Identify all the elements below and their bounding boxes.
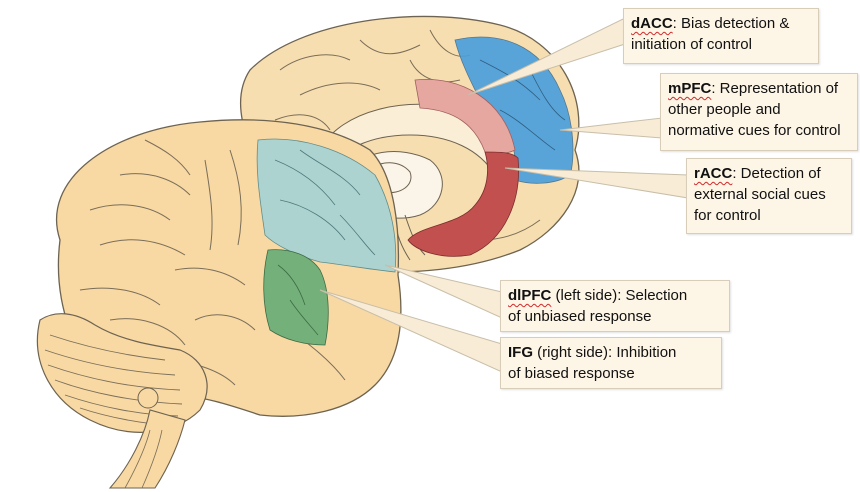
mpfc-abbr: mPFC — [668, 80, 711, 97]
racc-abbr: rACC — [694, 165, 732, 182]
dacc-abbr: dACC — [631, 15, 673, 32]
dlpfc-leader — [385, 265, 502, 318]
dlpfc-abbr: dlPFC — [508, 287, 551, 304]
ifg-description: (right side): Inhibition of biased respo… — [508, 344, 676, 382]
ifg-label: IFG (right side): Inhibition of biased r… — [500, 337, 722, 389]
cerebellum-vermis — [138, 388, 158, 408]
dlpfc-label: dlPFC (left side): Selection of unbiased… — [500, 280, 730, 332]
ifg-abbr: IFG — [508, 344, 533, 361]
mpfc-label: mPFC: Representation of other people and… — [660, 73, 858, 151]
racc-label: rACC: Detection of external social cues … — [686, 158, 852, 234]
dacc-label: dACC: Bias detection & initiation of con… — [623, 8, 819, 64]
